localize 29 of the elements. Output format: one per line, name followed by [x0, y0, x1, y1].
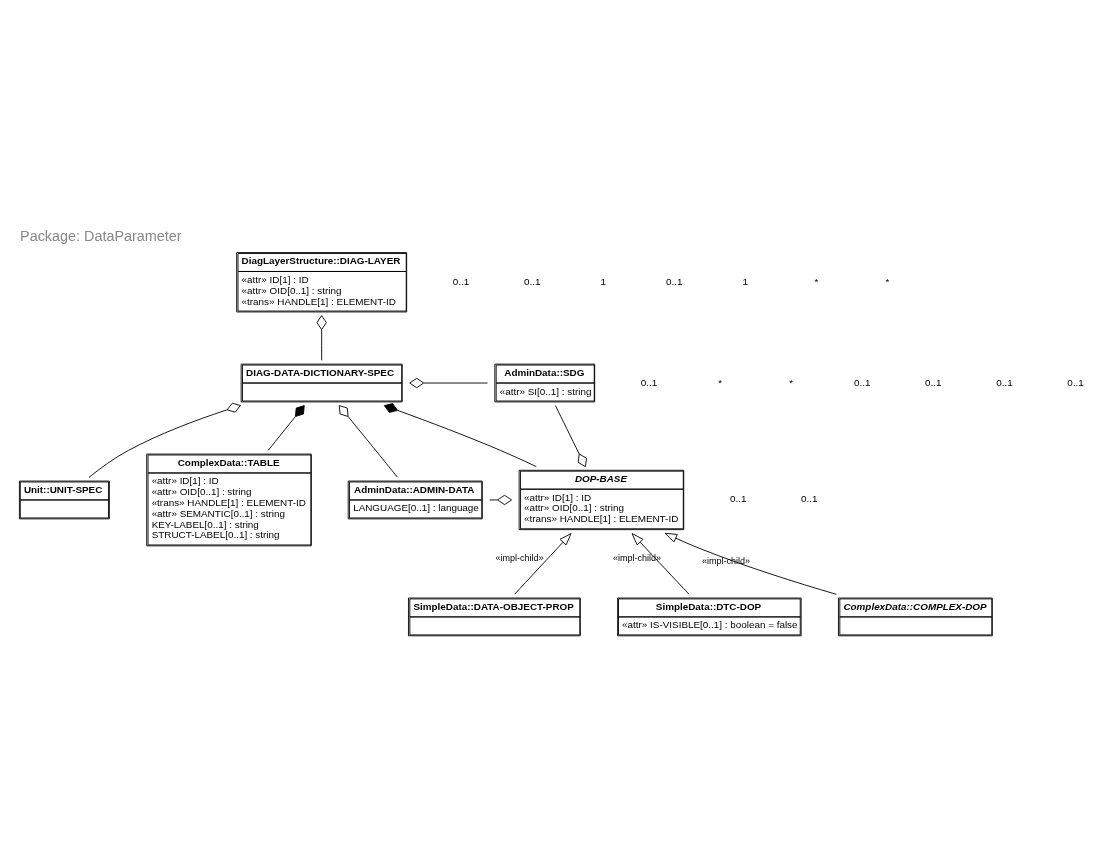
- label: 0..1: [1067, 376, 1084, 388]
- connector: [267, 404, 305, 451]
- connector: [316, 314, 327, 361]
- arrow: [631, 532, 690, 595]
- label: 0..1: [666, 275, 683, 287]
- connector: [88, 402, 241, 478]
- edge-label: «impl-child»: [495, 552, 544, 563]
- label: 1: [600, 275, 606, 287]
- connector: [409, 377, 488, 388]
- connector: [489, 494, 513, 505]
- label: 0..1: [640, 376, 658, 388]
- label: *: [814, 275, 819, 287]
- connector: [338, 404, 398, 478]
- label: 0..1: [996, 376, 1013, 388]
- diagram-title: Package: DataParameter: [20, 227, 182, 244]
- label: 0..1: [523, 275, 541, 287]
- label: 0..1: [854, 376, 871, 388]
- label: 0..1: [925, 376, 942, 388]
- label: 0..1: [729, 492, 747, 504]
- connector: [383, 402, 537, 467]
- label: 1: [742, 275, 749, 287]
- label: 0..1: [452, 275, 470, 287]
- label: *: [885, 275, 890, 287]
- label: 0..1: [800, 492, 818, 504]
- label: *: [789, 376, 794, 388]
- connector: [554, 404, 587, 467]
- label: *: [718, 376, 723, 388]
- arrow: [664, 532, 837, 595]
- arrow: [514, 532, 572, 595]
